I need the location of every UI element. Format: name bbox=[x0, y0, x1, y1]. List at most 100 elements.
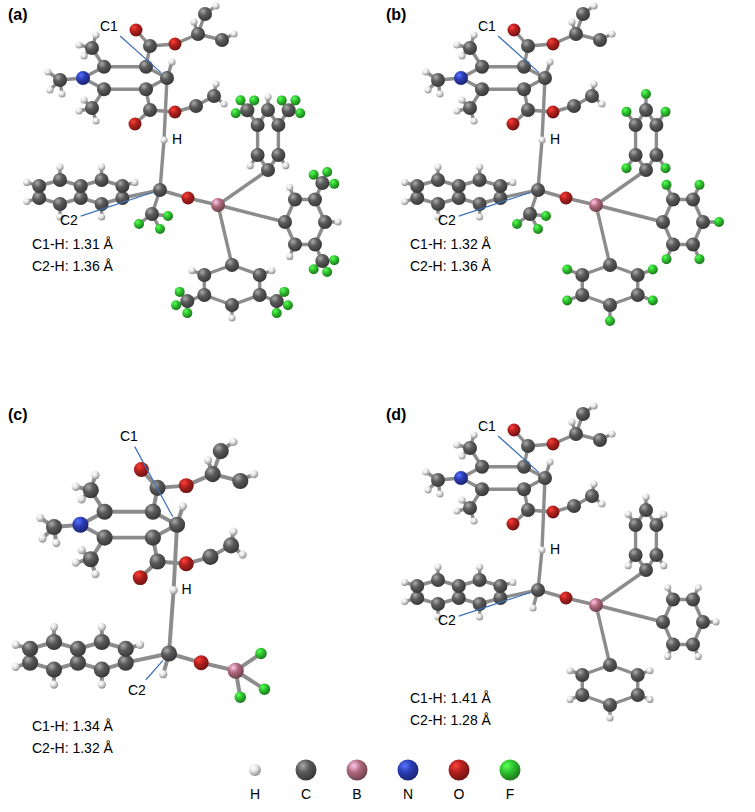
atom-sphere bbox=[603, 258, 617, 272]
atom-sphere bbox=[205, 466, 221, 482]
atom-sphere bbox=[143, 39, 157, 53]
atom-sphere bbox=[401, 579, 408, 586]
atom-sphere bbox=[92, 31, 99, 38]
atom-sphere bbox=[696, 615, 710, 629]
atom-sphere bbox=[322, 167, 332, 177]
atom-sphere bbox=[631, 688, 645, 702]
atom-sphere bbox=[94, 634, 110, 650]
atom-sphere bbox=[80, 96, 87, 103]
bond-stick bbox=[542, 78, 545, 140]
atom-sphere bbox=[72, 559, 80, 567]
atom-sphere bbox=[118, 641, 134, 657]
atom-sphere bbox=[182, 192, 195, 205]
legend-text: N bbox=[396, 786, 420, 802]
atom-sphere bbox=[664, 653, 671, 660]
atom-sphere bbox=[271, 148, 285, 162]
atom-sphere bbox=[72, 517, 88, 533]
atom-sphere bbox=[508, 24, 521, 37]
atom-sphere bbox=[76, 71, 90, 85]
atom-sphere bbox=[171, 300, 181, 310]
atom-sphere bbox=[576, 407, 590, 421]
bond-group bbox=[27, 6, 338, 318]
atom-sphere bbox=[223, 537, 239, 553]
legend-swatch bbox=[398, 760, 419, 781]
atom-sphere bbox=[329, 179, 339, 189]
atom-sphere bbox=[169, 517, 185, 533]
atom-sphere bbox=[431, 73, 445, 87]
atom-sphere bbox=[251, 148, 265, 162]
atom-sphere bbox=[179, 556, 194, 571]
atom-sphere bbox=[608, 30, 615, 37]
leader-line bbox=[498, 36, 539, 73]
bond-stick bbox=[218, 205, 285, 222]
atom-sphere bbox=[660, 511, 667, 518]
bond-length-text: C1-H: 1.34 Å bbox=[32, 718, 113, 734]
atom-sphere bbox=[95, 173, 109, 187]
atom-sphere bbox=[621, 163, 631, 173]
atom-label: H bbox=[172, 131, 182, 147]
atom-sphere bbox=[115, 179, 129, 193]
atom-sphere bbox=[261, 103, 275, 117]
atom-sphere bbox=[139, 60, 153, 74]
atom-sphere bbox=[410, 591, 424, 605]
atom-sphere bbox=[194, 655, 209, 670]
atom-sphere bbox=[97, 504, 113, 520]
atom-sphere bbox=[145, 504, 161, 520]
atom-sphere bbox=[452, 591, 466, 605]
atom-label: H bbox=[550, 131, 560, 147]
panel-letter: (a) bbox=[8, 6, 28, 24]
atom-sphere bbox=[662, 180, 672, 190]
atom-sphere bbox=[666, 192, 680, 206]
atom-sphere bbox=[523, 207, 537, 221]
atom-sphere bbox=[309, 170, 319, 180]
atom-sphere bbox=[463, 441, 477, 455]
atom-sphere bbox=[56, 163, 63, 170]
atom-label: H bbox=[182, 581, 192, 597]
atom-sphere bbox=[179, 502, 187, 510]
atom-sphere bbox=[541, 211, 551, 221]
atom-sphere bbox=[23, 198, 30, 205]
atom-sphere bbox=[454, 471, 468, 485]
bond-stick bbox=[174, 525, 177, 591]
bond-group bbox=[405, 6, 719, 321]
atom-sphere bbox=[598, 500, 605, 507]
bond-stick bbox=[596, 570, 646, 605]
legend-layer bbox=[249, 760, 521, 781]
atom-sphere bbox=[639, 103, 653, 117]
bond-stick bbox=[160, 140, 164, 190]
atom-sphere bbox=[182, 308, 192, 318]
panel-letter: (d) bbox=[386, 406, 406, 424]
atom-sphere bbox=[136, 641, 144, 649]
atom-sphere bbox=[648, 295, 658, 305]
atom-sphere bbox=[603, 298, 617, 312]
atom-sphere bbox=[625, 562, 632, 569]
atom-sphere bbox=[712, 618, 719, 625]
atom-sphere bbox=[168, 58, 175, 65]
atom-sphere bbox=[259, 683, 271, 695]
atom-sphere bbox=[649, 548, 663, 562]
legend-text: B bbox=[345, 786, 369, 802]
atom-sphere bbox=[220, 100, 227, 107]
atom-sphere bbox=[38, 534, 46, 542]
leader-line bbox=[135, 447, 173, 517]
atom-sphere bbox=[649, 118, 663, 132]
bond-stick bbox=[542, 478, 545, 550]
atom-sphere bbox=[547, 106, 560, 119]
atom-sphere bbox=[517, 460, 531, 474]
atom-sphere bbox=[434, 163, 441, 170]
atom-sphere bbox=[22, 641, 38, 657]
atom-sphere bbox=[475, 482, 489, 496]
atom-sphere bbox=[590, 480, 597, 487]
panel-letter: (b) bbox=[386, 6, 406, 24]
atom-sphere bbox=[98, 163, 105, 170]
atom-sphere bbox=[434, 563, 441, 570]
atom-sphere bbox=[585, 489, 599, 503]
atom-sphere bbox=[12, 663, 20, 671]
atom-sphere bbox=[473, 573, 487, 587]
atom-sphere bbox=[212, 2, 219, 9]
atom-sphere bbox=[649, 518, 663, 532]
atom-sphere bbox=[631, 668, 645, 682]
atom-sphere bbox=[282, 103, 296, 117]
atom-sphere bbox=[133, 570, 148, 585]
